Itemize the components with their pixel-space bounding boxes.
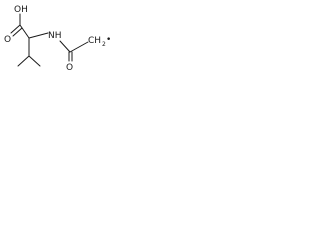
bond-alpha-c-to-nh [28,32,49,39]
label-methylene: CH [88,36,101,46]
structure-diagram: OH O NH O CH 2 • [4,5,111,73]
bond-nh-to-carbonyl-c [59,40,71,53]
bond-beta-c-to-methyl-left [17,55,30,67]
label-radical-dot: • [106,35,111,45]
bonds [10,13,89,67]
label-carbonyl-oxygen: O [66,63,73,73]
label-amine: NH [48,31,62,41]
label-methylene-subscript: 2 [102,41,106,48]
bond-carboxyl-c-to-o-double [12,27,23,37]
bond-carbonyl-c-to-ch2 [69,41,89,53]
bond-carboxyl-c-to-o [10,24,21,34]
atom-labels: OH O NH O CH 2 • [4,5,111,73]
bond-carboxyl-c-to-alpha-c [19,24,30,39]
bond-beta-c-to-methyl-right [28,55,41,67]
label-carboxyl-oxygen: O [4,35,11,45]
label-hydroxyl: OH [14,5,28,15]
